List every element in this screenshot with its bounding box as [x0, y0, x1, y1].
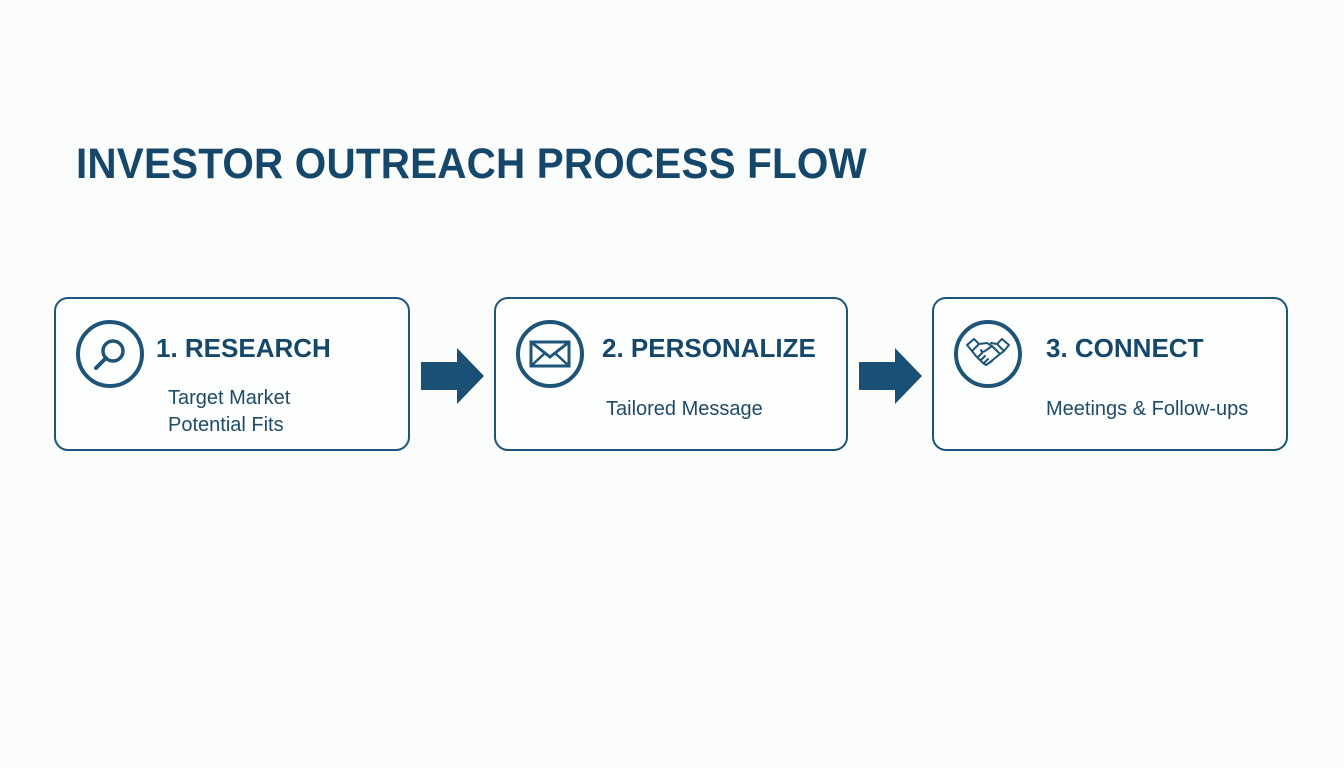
- envelope-icon: [516, 320, 584, 388]
- step-title: 1. RESEARCH: [156, 333, 331, 363]
- step-description: Tailored Message: [606, 396, 763, 423]
- right-arrow-icon: [421, 348, 484, 404]
- step-connect-card: 3. CONNECT Meetings & Follow-ups: [932, 297, 1288, 451]
- step-title: 2. PERSONALIZE: [602, 333, 816, 363]
- step-description-line: Meetings & Follow-ups: [1046, 398, 1249, 420]
- step-description: Meetings & Follow-ups: [1046, 396, 1248, 423]
- page-title: INVESTOR OUTREACH PROCESS FLOW: [76, 140, 867, 188]
- step-description: Target Market Potential Fits: [168, 385, 290, 439]
- step-description-line: Tailored Message: [606, 398, 763, 420]
- step-description-line: Target Market: [168, 387, 291, 409]
- magnifying-glass-icon: [76, 320, 144, 388]
- step-personalize-card: 2. PERSONALIZE Tailored Message: [494, 297, 848, 451]
- step-description-line: Potential Fits: [168, 414, 284, 436]
- right-arrow-icon: [859, 348, 922, 404]
- step-research-card: 1. RESEARCH Target Market Potential Fits: [54, 297, 410, 451]
- step-title: 3. CONNECT: [1046, 333, 1204, 363]
- handshake-icon: [954, 320, 1022, 388]
